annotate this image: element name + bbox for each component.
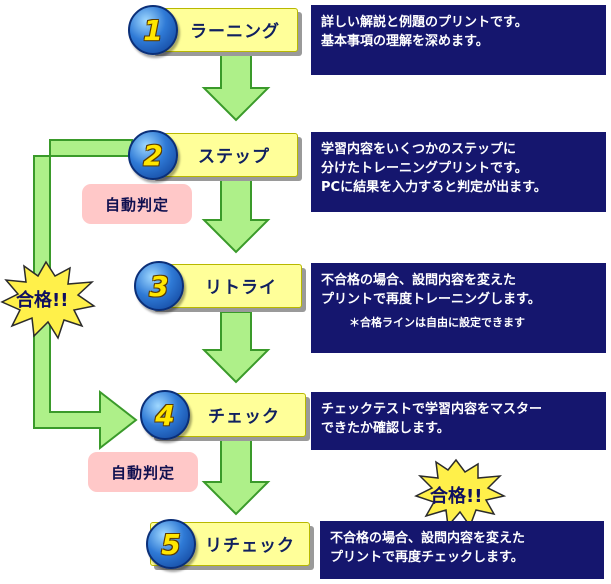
- down-arrow-2-3: [201, 174, 271, 254]
- description-2: 学習内容をいくつかのステップに 分けたトレーニングプリントです。 PCに結果を入…: [311, 132, 606, 212]
- description-2-line-3: PCに結果を入力すると判定が出ます。: [321, 180, 547, 195]
- pass-loop-arrow: [33, 139, 138, 451]
- description-5-line-2: プリントで再度チェックします。: [330, 550, 524, 565]
- description-1-line-1: 詳しい解説と例題のプリントです。: [321, 15, 528, 30]
- description-2-line-1: 学習内容をいくつかのステップに: [321, 142, 517, 157]
- down-arrow-4-5: [201, 439, 271, 516]
- description-3-note: ＊合格ラインは自由に設定できます: [349, 316, 525, 329]
- description-5-line-1: 不合格の場合、設問内容を変えた: [330, 531, 526, 546]
- step-number-2: 2: [128, 130, 178, 180]
- description-4: チェックテストで学習内容をマスター できたか確認します。: [311, 392, 606, 450]
- step-number-4: 4: [140, 390, 190, 440]
- step-label-2: ステップ: [198, 146, 270, 167]
- step-label-3: リトライ: [205, 277, 277, 298]
- step-number-1: 1: [128, 5, 178, 55]
- auto-judge-tag-2: 自動判定: [88, 452, 198, 492]
- down-arrow-3-4: [201, 311, 271, 384]
- auto-judge-tag-1: 自動判定: [82, 184, 192, 224]
- pass-burst-left: [0, 260, 96, 340]
- description-2-line-2: 分けたトレーニングプリントです。: [321, 161, 528, 176]
- description-4-line-2: できたか確認します。: [321, 421, 450, 436]
- description-3: 不合格の場合、設問内容を変えた プリントで再度トレーニングします。 ＊合格ライン…: [311, 263, 606, 353]
- pass-burst-right: [414, 458, 507, 528]
- step-label-1: ラーニング: [190, 21, 280, 42]
- step-label-5: リチェック: [205, 535, 295, 556]
- description-3-line-1: 不合格の場合、設問内容を変えた: [321, 273, 517, 288]
- step-number-5: 5: [146, 519, 196, 569]
- description-1: 詳しい解説と例題のプリントです。 基本事項の理解を深めます。: [311, 5, 606, 75]
- description-4-line-1: チェックテストで学習内容をマスター: [321, 402, 543, 417]
- description-1-line-2: 基本事項の理解を深めます。: [321, 34, 489, 49]
- pass-label-right: 合格!!: [430, 486, 483, 507]
- description-5: 不合格の場合、設問内容を変えた プリントで再度チェックします。: [320, 521, 604, 579]
- down-arrow-1-2: [201, 49, 271, 122]
- pass-label-left: 合格!!: [16, 290, 69, 311]
- step-label-4: チェック: [208, 406, 280, 427]
- description-3-line-2: プリントで再度トレーニングします。: [321, 292, 541, 307]
- step-number-3: 3: [134, 261, 184, 311]
